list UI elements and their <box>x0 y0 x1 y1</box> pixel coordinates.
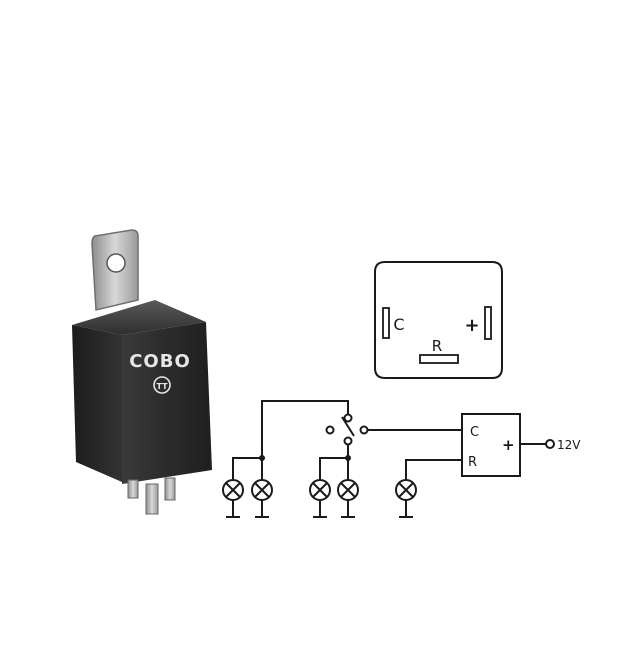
lamp-ground <box>226 500 240 518</box>
junction-dot <box>259 455 265 461</box>
terminal-c-label: C <box>470 425 479 440</box>
switch-contact <box>343 436 353 446</box>
lamp-icon <box>309 479 331 501</box>
supply-terminal <box>545 439 555 449</box>
wiring-schematic <box>226 400 555 518</box>
lamp-ground <box>255 500 269 518</box>
terminal-pin <box>127 479 139 499</box>
lamp-ground <box>399 500 413 518</box>
brand-label: COBO <box>129 351 191 372</box>
terminal-plus-label: + <box>502 436 515 454</box>
pin-plus-slot <box>484 306 492 340</box>
terminal-pin <box>164 477 176 501</box>
lamp-icon <box>395 479 417 501</box>
lamp-ground <box>341 500 355 518</box>
switch-contact <box>343 413 353 423</box>
wire <box>232 457 263 480</box>
terminal-r-label: R <box>468 455 477 470</box>
supply-voltage-label: 12V <box>557 438 581 452</box>
pinout-diagram <box>374 261 503 379</box>
switch-contact <box>325 425 335 435</box>
relay-photo: COBO TT <box>72 229 212 515</box>
emblem-label: TT <box>156 382 168 391</box>
lamp-icon <box>337 479 359 501</box>
switch-lever <box>341 416 355 437</box>
wire <box>405 459 462 480</box>
junction-dot <box>345 455 351 461</box>
wire <box>261 400 349 458</box>
pin-r-slot <box>419 354 459 364</box>
terminal-pin <box>145 483 159 515</box>
pin-plus-label: + <box>464 315 479 336</box>
lamp-ground <box>313 500 327 518</box>
pin-c-label: C <box>393 315 404 334</box>
housing-front <box>122 322 212 484</box>
pin-r-label: R <box>432 337 442 355</box>
wire <box>319 457 349 480</box>
emblem-circle <box>153 376 171 394</box>
pin-c-slot <box>382 307 390 339</box>
lamp-group <box>222 479 417 501</box>
housing-top <box>72 300 206 335</box>
pinout-outline <box>374 261 503 379</box>
lamp-icon <box>222 479 244 501</box>
bracket-hole <box>106 253 126 273</box>
housing-side <box>72 325 122 482</box>
switch-contact <box>359 425 369 435</box>
lamp-icon <box>251 479 273 501</box>
